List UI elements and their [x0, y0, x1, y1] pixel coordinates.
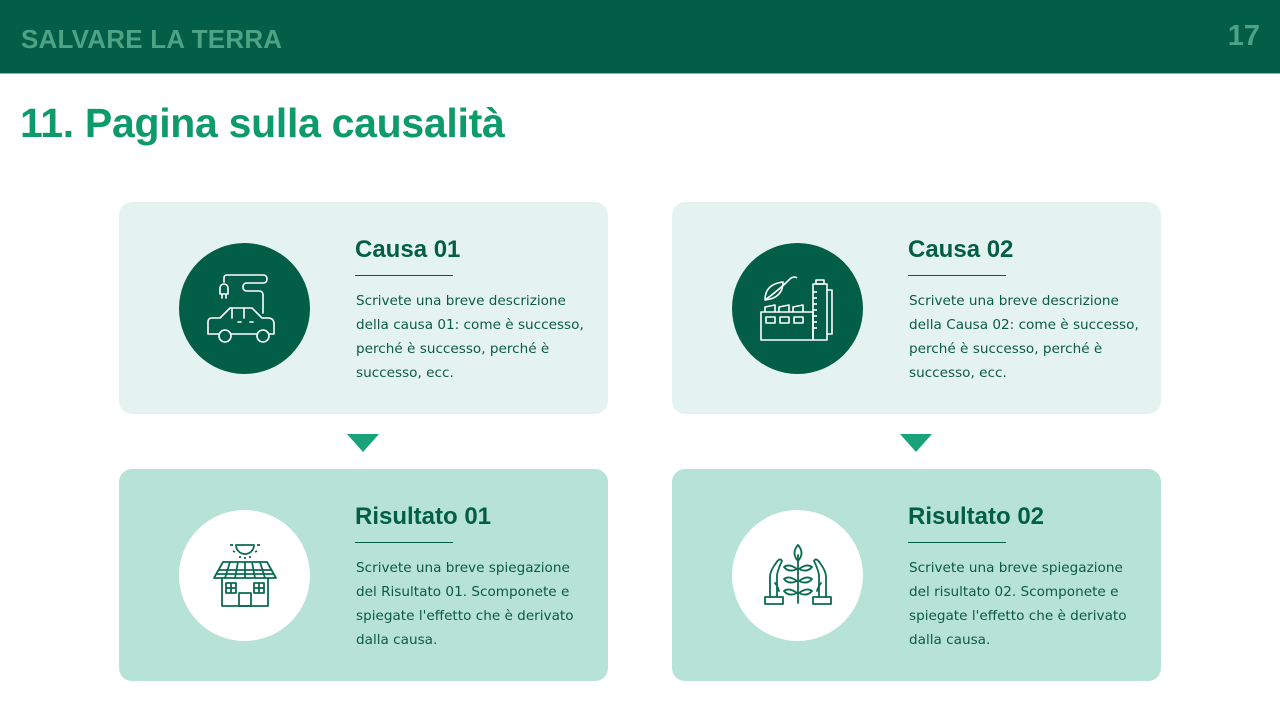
result-card-1: Risultato 01 Scrivete una breve spiegazi…	[119, 469, 608, 681]
result-icon-circle	[179, 510, 310, 641]
header-bar: SALVARE LA TERRA 17	[0, 0, 1280, 74]
cause-title: Causa 02	[908, 236, 1014, 263]
title-underline	[908, 542, 1006, 543]
cause-card-2: Causa 02 Scrivete una breve descrizione …	[672, 202, 1161, 414]
title-underline	[355, 275, 453, 276]
eco-factory-leaf-icon	[759, 275, 833, 341]
title-underline	[355, 542, 453, 543]
page-title: 11. Pagina sulla causalità	[20, 100, 505, 146]
arrow-down-icon	[900, 434, 932, 452]
hands-plant-icon	[763, 543, 832, 605]
arrow-down-icon	[347, 434, 379, 452]
solar-house-icon	[212, 543, 277, 607]
result-description: Scrivete una breve spiegazione del risul…	[909, 560, 1127, 648]
cause-icon-circle	[732, 243, 863, 374]
cause-title: Causa 01	[355, 236, 461, 263]
cause-card-1: Causa 01 Scrivete una breve descrizione …	[119, 202, 608, 414]
result-title: Risultato 01	[355, 503, 492, 530]
result-card-2: Risultato 02 Scrivete una breve spiegazi…	[672, 469, 1161, 681]
electric-car-charging-icon	[206, 273, 275, 343]
cause-description: Scrivete una breve descrizione della Cau…	[909, 293, 1139, 381]
result-title: Risultato 02	[908, 503, 1045, 530]
brand-title: SALVARE LA TERRA	[21, 24, 283, 54]
result-description: Scrivete una breve spiegazione del Risul…	[356, 560, 574, 648]
title-underline	[908, 275, 1006, 276]
result-icon-circle	[732, 510, 863, 641]
cause-icon-circle	[179, 243, 310, 374]
cause-description: Scrivete una breve descrizione della cau…	[356, 293, 584, 381]
page-number: 17	[1227, 20, 1260, 52]
